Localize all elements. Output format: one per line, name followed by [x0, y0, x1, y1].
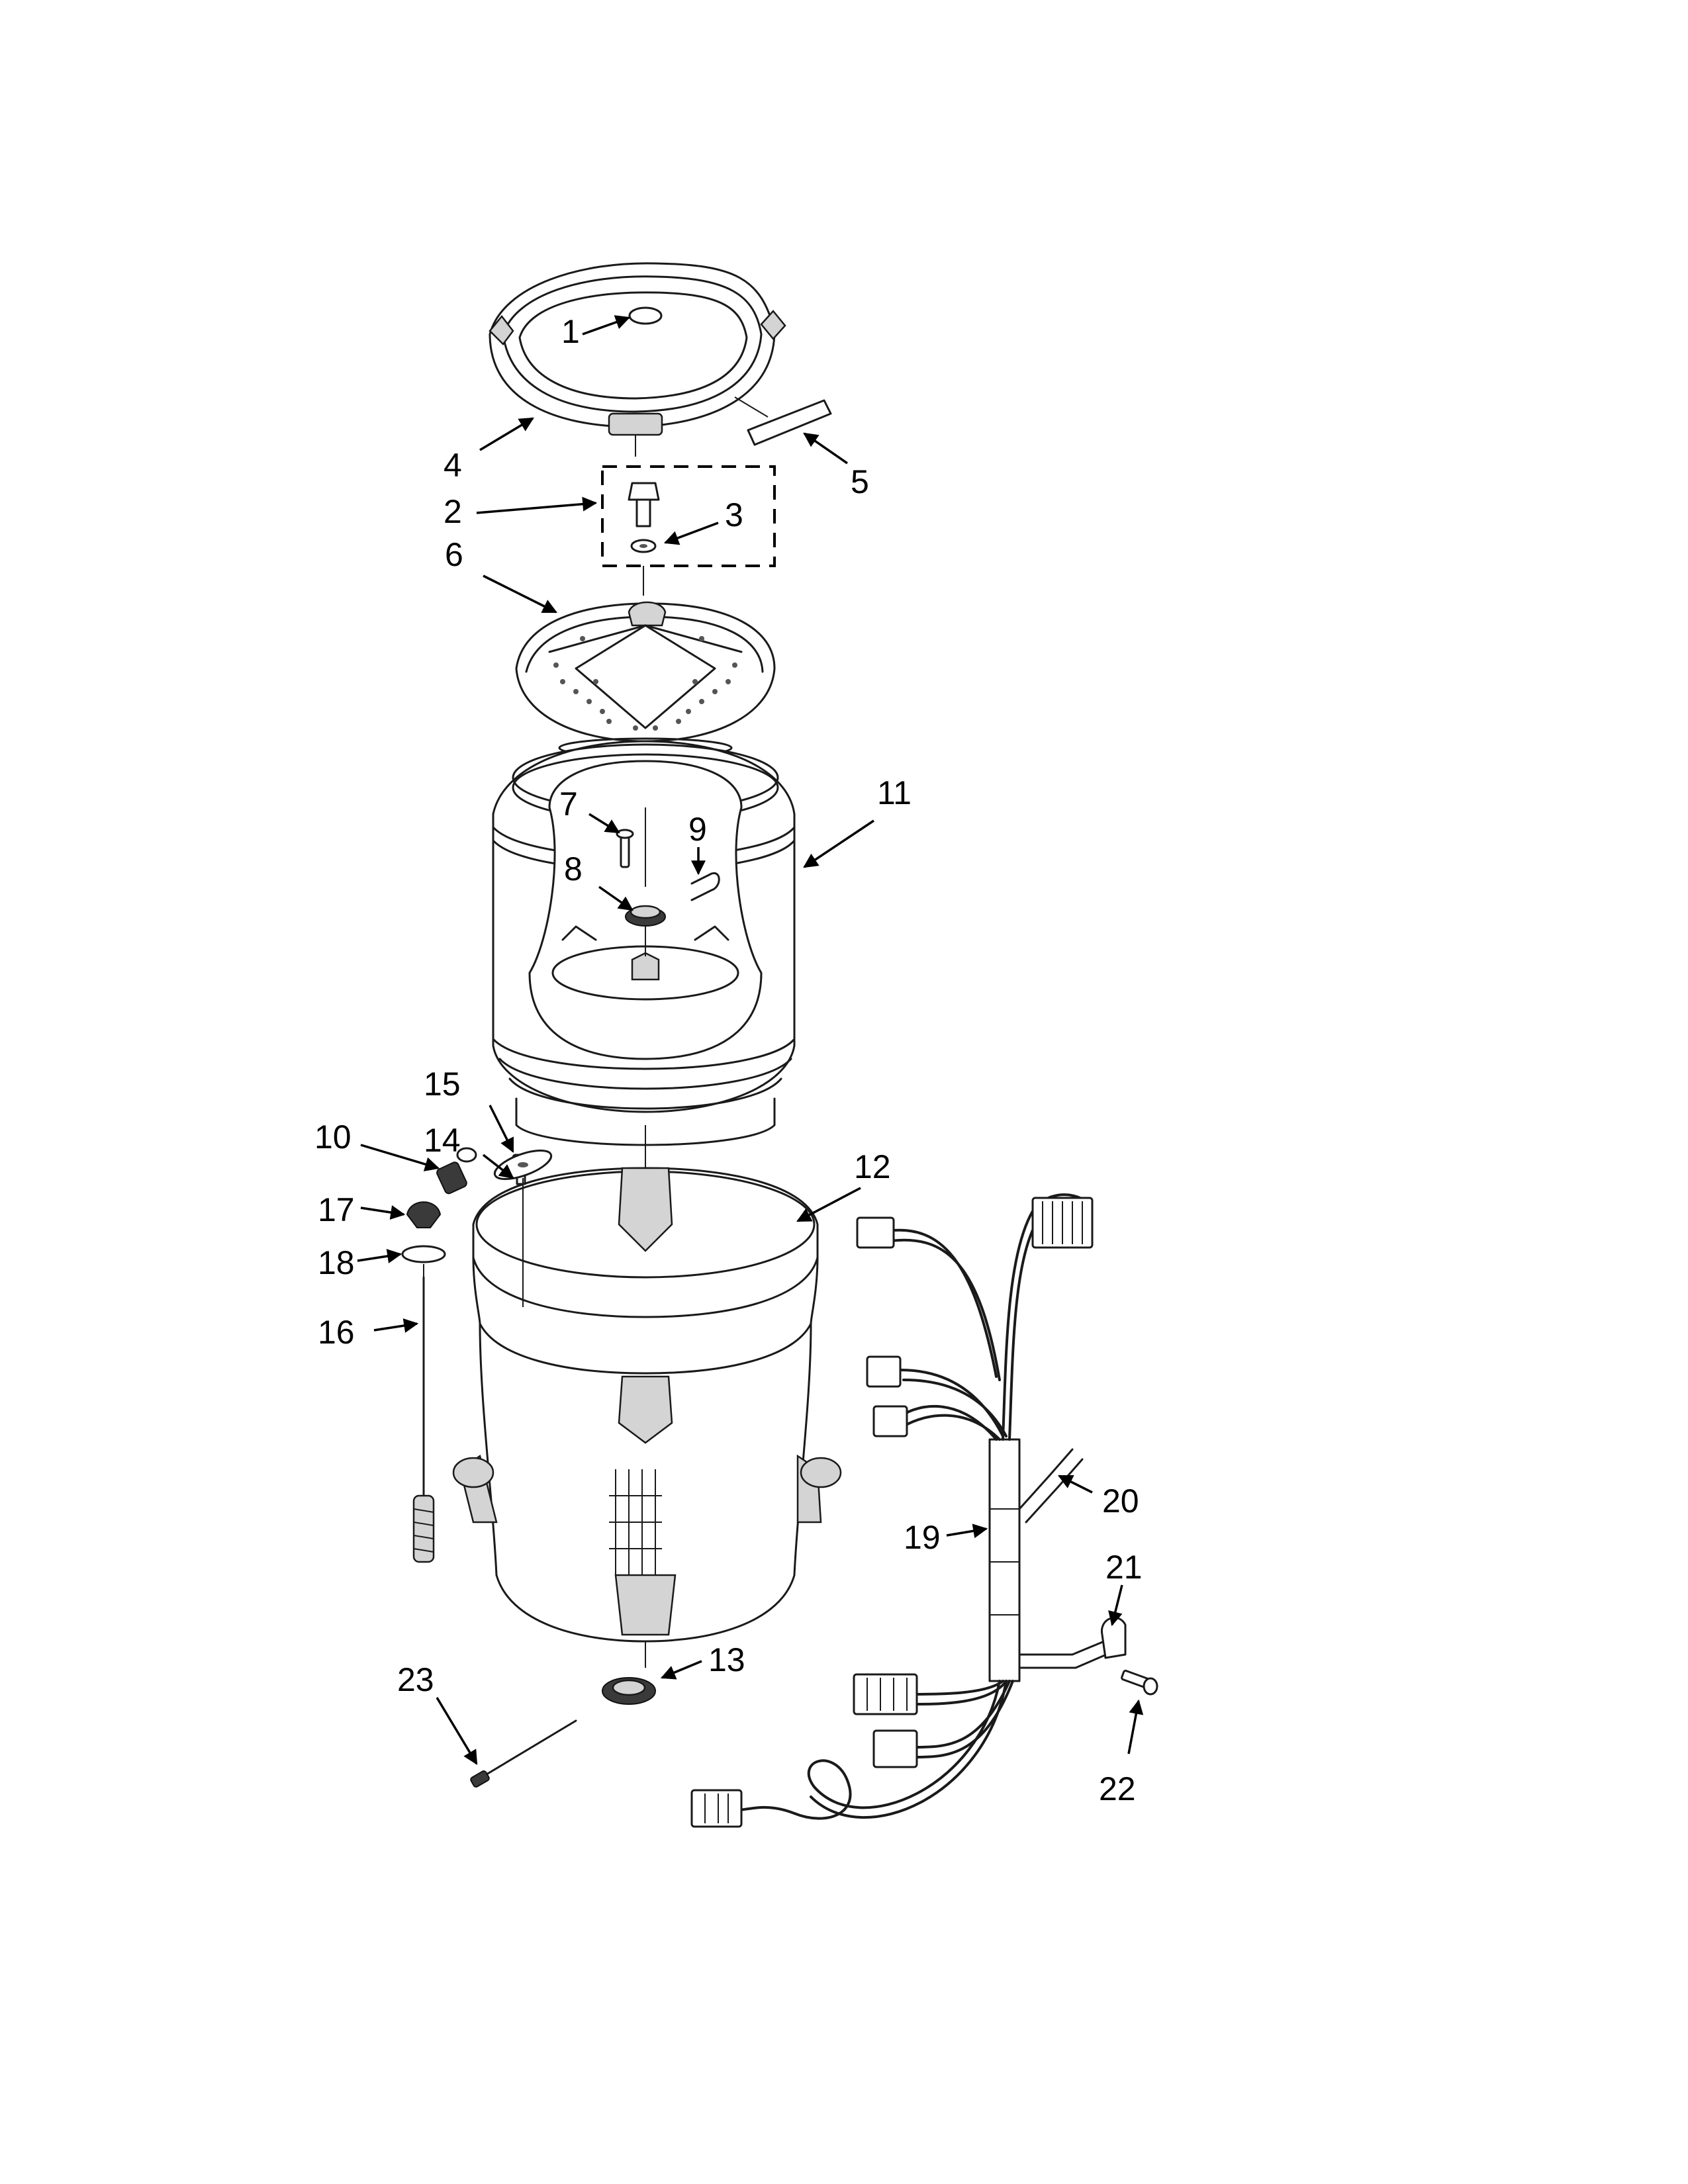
callout-22: 22 — [1099, 1770, 1136, 1807]
screw-part — [616, 829, 634, 868]
callout-3: 3 — [725, 496, 743, 533]
callout-16: 16 — [318, 1314, 355, 1351]
callout-15: 15 — [424, 1066, 461, 1103]
wire-harness-part — [690, 1193, 1158, 1828]
connector-mid-b — [872, 1405, 908, 1437]
seal-13-part — [602, 1641, 656, 1705]
cap-17-part — [406, 1201, 442, 1228]
strip-part — [734, 396, 832, 446]
callout-7: 7 — [559, 786, 578, 823]
callout-21: 21 — [1105, 1549, 1143, 1586]
washer-18-part — [401, 1245, 446, 1277]
hub-nut-part — [625, 905, 666, 927]
clip-part — [690, 872, 720, 901]
callout-14: 14 — [424, 1122, 461, 1159]
clamp-21-part — [1101, 1616, 1127, 1659]
tub-ring-part — [489, 262, 786, 457]
tub-ring-cap — [628, 306, 663, 325]
bolt-part — [628, 482, 660, 596]
screw-22-part — [1121, 1669, 1158, 1696]
kit-group-box — [601, 465, 776, 567]
connector-bottom-a — [853, 1673, 918, 1715]
probe-23-part — [470, 1719, 577, 1788]
callout-19: 19 — [904, 1519, 941, 1556]
callout-8: 8 — [564, 850, 583, 887]
impeller-part — [515, 601, 776, 758]
callout-13: 13 — [708, 1641, 745, 1678]
callout-17: 17 — [318, 1191, 355, 1228]
callout-2: 2 — [444, 493, 462, 530]
connector-bottom-b — [872, 1729, 918, 1768]
callout-labels: 1 2 3 4 5 6 7 8 9 10 11 12 13 14 15 16 1… — [314, 313, 1143, 1807]
callout-11: 11 — [877, 774, 912, 811]
connector-top-right — [1031, 1197, 1094, 1249]
connector-bottom-c — [690, 1789, 743, 1828]
callout-23: 23 — [397, 1661, 434, 1698]
connector-mid-a — [866, 1355, 902, 1388]
callout-6: 6 — [445, 536, 463, 573]
callout-12: 12 — [854, 1148, 891, 1185]
spring-10-part — [436, 1147, 477, 1195]
callout-4: 4 — [444, 447, 462, 484]
leader-lines — [357, 315, 1144, 1765]
rod-16-part — [412, 1276, 435, 1563]
connector-top-left — [856, 1216, 895, 1249]
basket-part — [492, 740, 796, 1146]
callout-18: 18 — [318, 1244, 355, 1281]
callout-5: 5 — [851, 463, 869, 500]
callout-10: 10 — [314, 1118, 352, 1156]
callout-9: 9 — [688, 811, 707, 848]
callout-20: 20 — [1102, 1482, 1139, 1520]
outer-tub-part — [452, 1125, 842, 1643]
callout-1: 1 — [561, 313, 580, 350]
